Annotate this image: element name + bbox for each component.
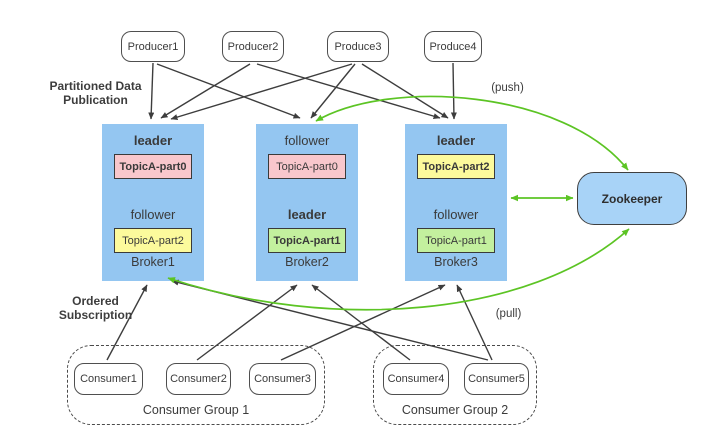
consumer3-node: Consumer3 <box>249 363 316 395</box>
pull-label: (pull) <box>495 308 522 320</box>
broker1-slot2-role: follower <box>130 207 176 222</box>
broker1-node: leader TopicA-part0 follower TopicA-part… <box>102 124 204 281</box>
consumer5-label: Consumer5 <box>468 373 525 385</box>
producer3-node: Produce3 <box>327 31 389 62</box>
consumer2-label: Consumer2 <box>170 373 227 385</box>
consumer4-label: Consumer4 <box>387 373 445 385</box>
producer1-node: Producer1 <box>121 31 185 62</box>
broker2-node: follower TopicA-part0 leader TopicA-part… <box>256 124 358 281</box>
zookeeper-label: Zookeeper <box>601 191 663 206</box>
broker1-name: Broker1 <box>131 255 175 269</box>
producer1-label: Producer1 <box>127 40 179 53</box>
broker3-slot2-role: follower <box>433 207 479 222</box>
ordered-subscription-label: Ordered Subscription <box>58 294 133 322</box>
consumer1-label: Consumer1 <box>80 373 137 385</box>
broker3-slot1-role: leader <box>436 133 476 148</box>
consumer5-node: Consumer5 <box>464 363 529 395</box>
broker3-partition1: TopicA-part2 <box>417 154 495 179</box>
broker2-partition2: TopicA-part1 <box>268 228 346 253</box>
broker1-partition1: TopicA-part0 <box>114 154 192 179</box>
producer4-node: Produce4 <box>424 31 482 62</box>
consumer1-node: Consumer1 <box>74 363 143 395</box>
push-label: (push) <box>491 82 524 94</box>
zookeeper-node: Zookeeper <box>577 172 687 225</box>
consumer-group1-label: Consumer Group 1 <box>142 403 250 417</box>
consumer-group2: Consumer4 Consumer5 Consumer Group 2 <box>373 345 537 425</box>
consumer2-node: Consumer2 <box>166 363 231 395</box>
broker1-slot1-role: leader <box>133 133 173 148</box>
broker1-partition2: TopicA-part2 <box>114 228 192 253</box>
consumer-group1: Consumer1 Consumer2 Consumer3 Consumer G… <box>67 345 325 425</box>
broker2-slot1-role: follower <box>284 133 330 148</box>
producer4-label: Produce4 <box>429 40 477 53</box>
broker3-name: Broker3 <box>434 255 478 269</box>
producer2-label: Producer2 <box>227 40 279 53</box>
consumer-group2-label: Consumer Group 2 <box>401 403 509 417</box>
producer3-label: Produce3 <box>334 40 382 53</box>
partitioned-data-publication-label: Partitioned Data Publication <box>49 79 142 107</box>
broker2-name: Broker2 <box>285 255 329 269</box>
broker2-partition1: TopicA-part0 <box>268 154 346 179</box>
broker3-partition2: TopicA-part1 <box>417 228 495 253</box>
broker2-slot2-role: leader <box>287 207 327 222</box>
producer2-node: Producer2 <box>222 31 284 62</box>
consumer3-label: Consumer3 <box>254 373 311 385</box>
consumer4-node: Consumer4 <box>383 363 449 395</box>
broker3-node: leader TopicA-part2 follower TopicA-part… <box>405 124 507 281</box>
